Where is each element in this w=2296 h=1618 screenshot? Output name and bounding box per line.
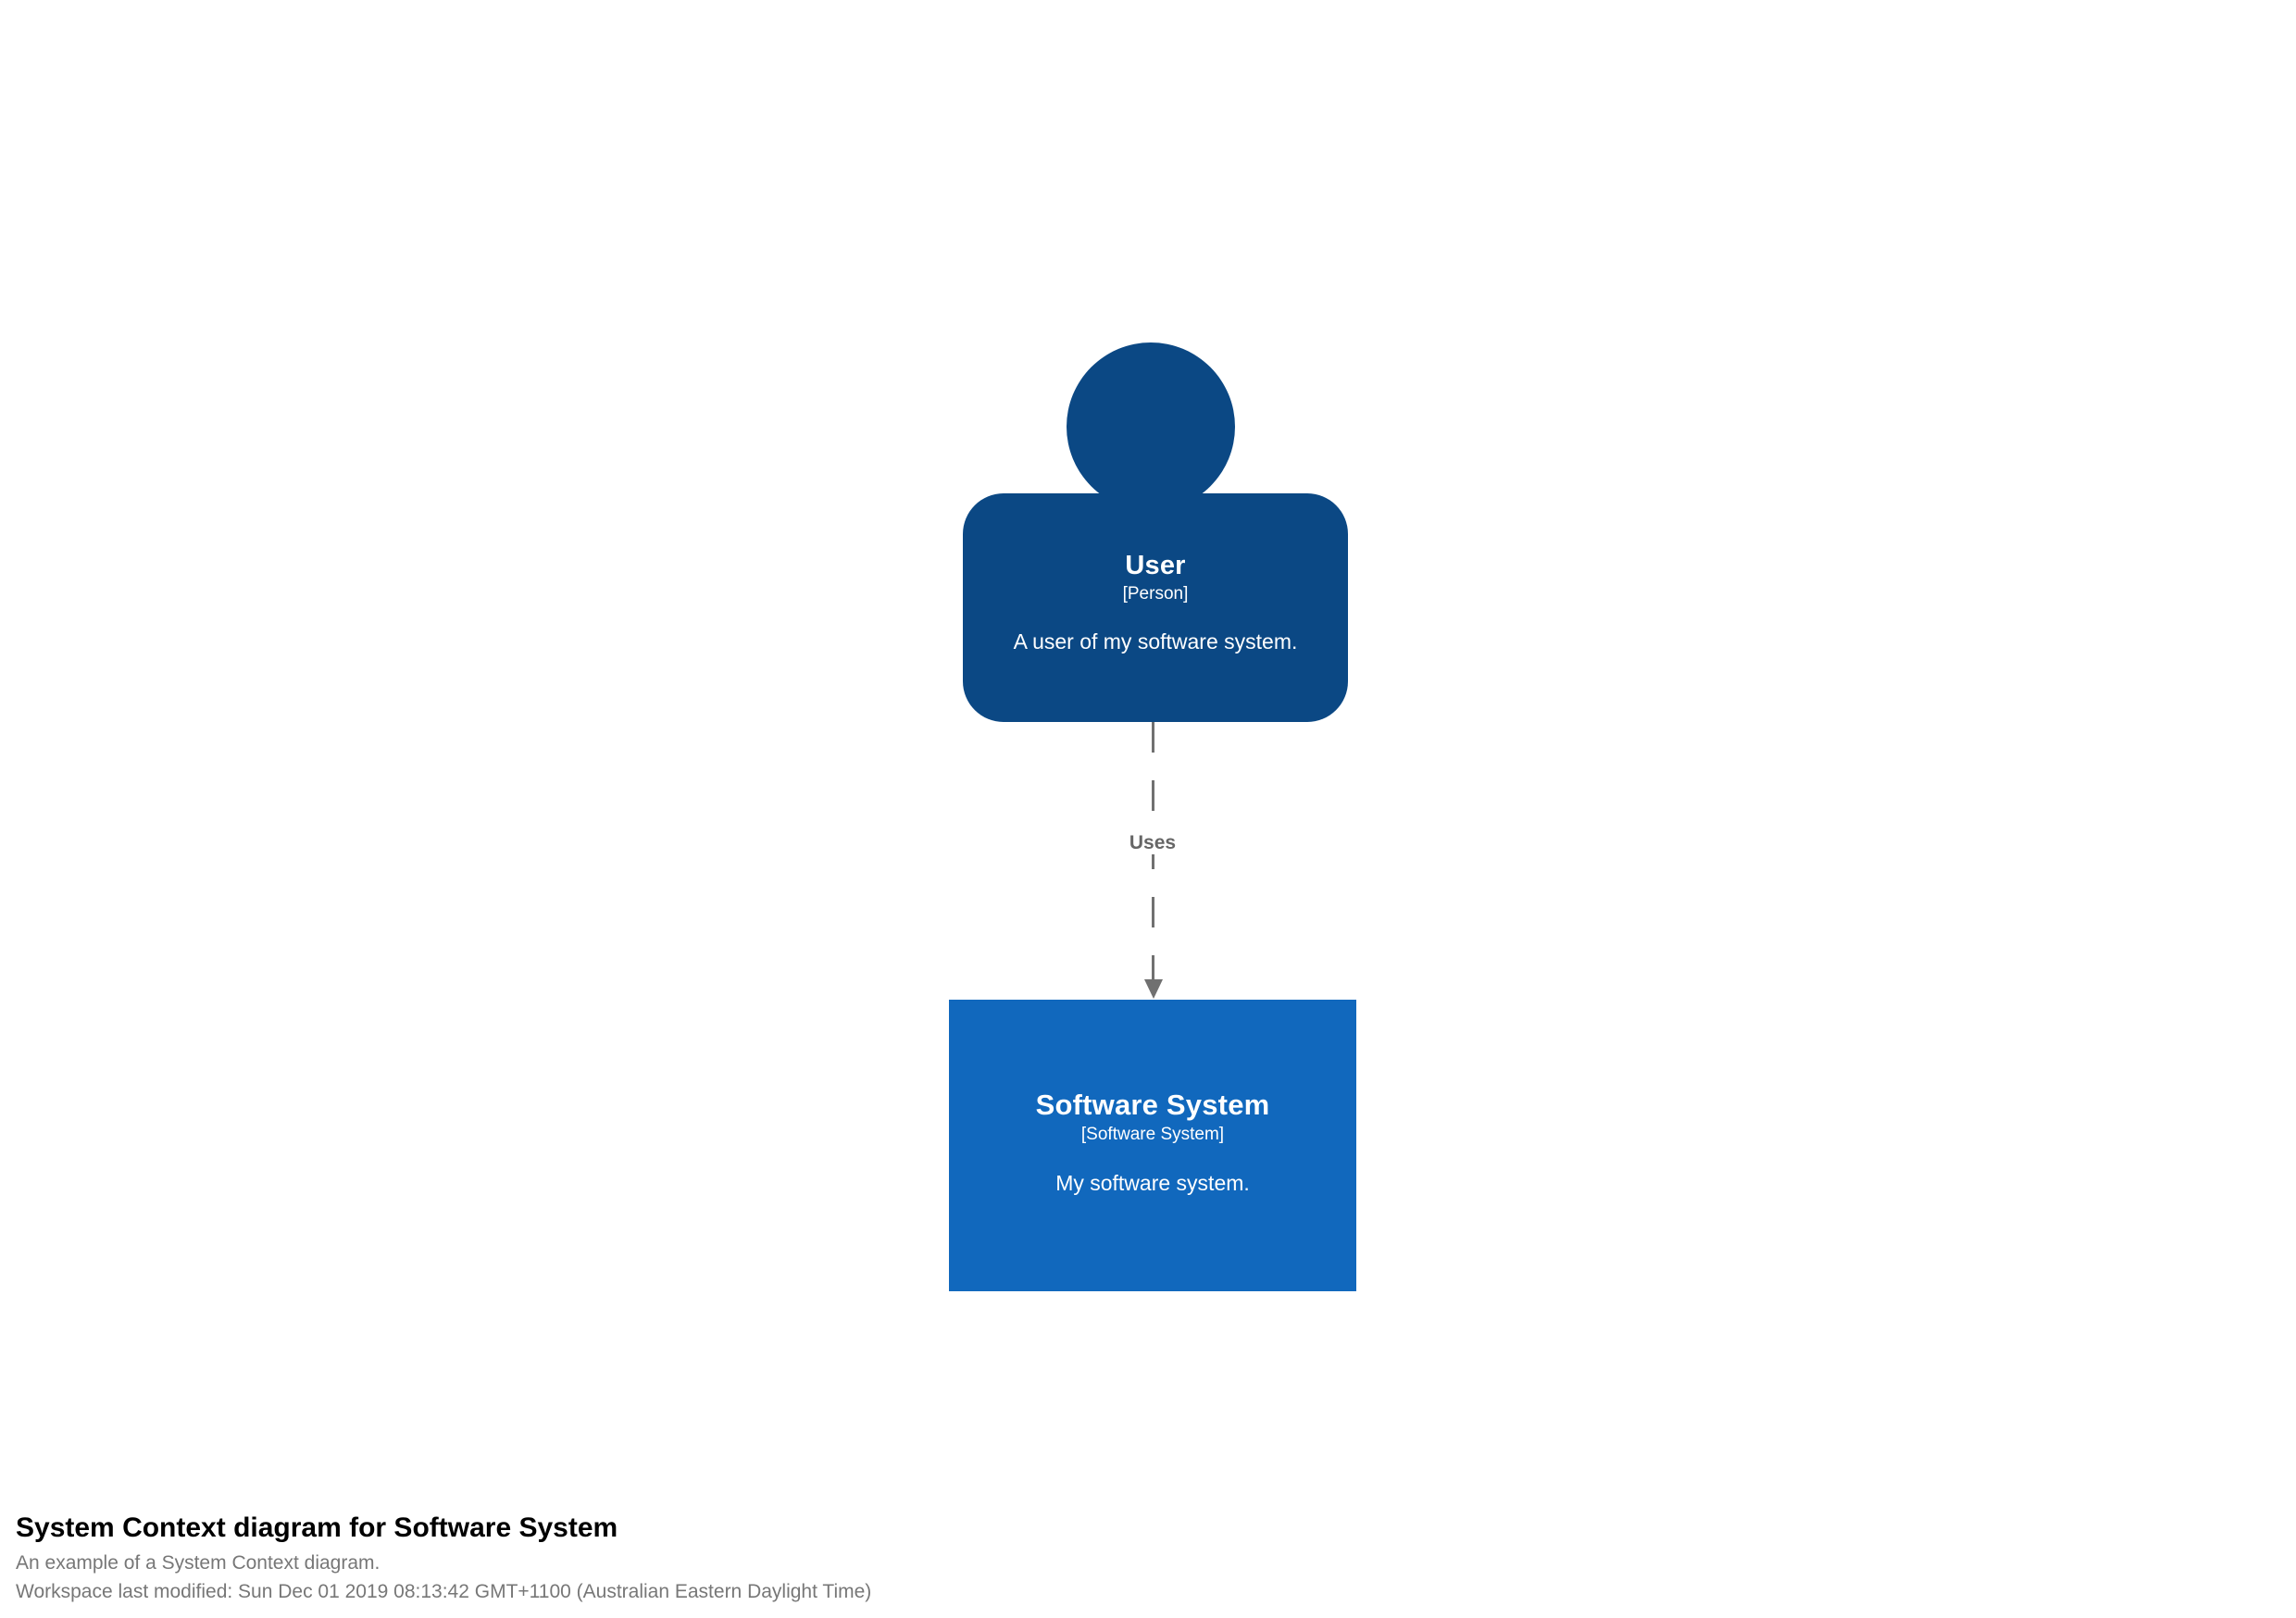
element-software-system[interactable]: Software System [Software System] My sof…	[949, 1000, 1356, 1291]
relationship-label-uses: Uses	[1083, 831, 1222, 855]
person-text-block: User [Person] A user of my software syst…	[963, 493, 1348, 722]
person-name-label: User	[1125, 551, 1186, 580]
caption-title: System Context diagram for Software Syst…	[16, 1512, 618, 1543]
person-head-icon	[1067, 342, 1235, 511]
caption-subtitle: An example of a System Context diagram.	[16, 1551, 381, 1574]
caption-last-modified: Workspace last modified: Sun Dec 01 2019…	[16, 1581, 872, 1603]
system-type-label: [Software System]	[1080, 1124, 1225, 1144]
relationship-arrowhead-icon	[1144, 979, 1163, 999]
person-description-label: A user of my software system.	[1013, 629, 1298, 654]
system-name-label: Software System	[1035, 1089, 1270, 1121]
diagram-caption: System Context diagram for Software Syst…	[16, 1511, 1867, 1606]
element-person-user[interactable]: User [Person] A user of my software syst…	[963, 342, 1348, 722]
person-body-shape	[963, 493, 1348, 722]
person-type-label: [Person]	[1122, 584, 1189, 604]
system-description-label: My software system.	[1055, 1171, 1250, 1196]
